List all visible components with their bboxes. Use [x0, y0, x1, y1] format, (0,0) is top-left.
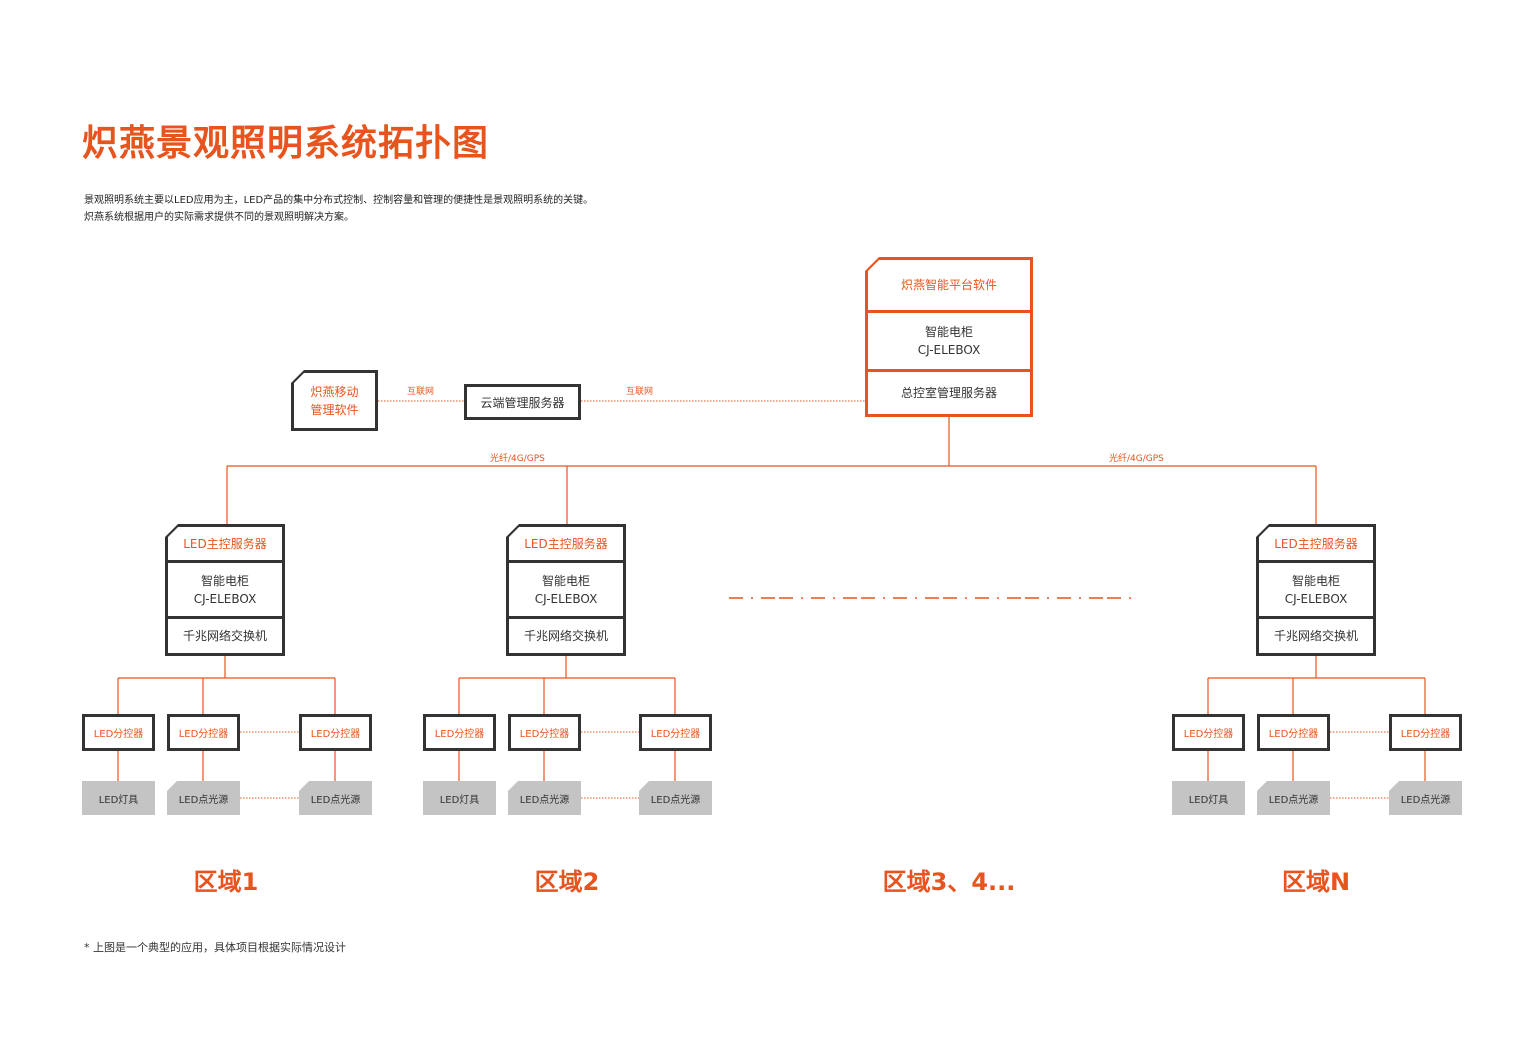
led-fixture: LED灯具 — [1172, 781, 1245, 815]
led-fixture: LED灯具 — [82, 781, 155, 815]
led-controller: LED分控器 — [1172, 714, 1245, 751]
fiber-label-left: 光纤/4G/GPS — [490, 454, 545, 464]
led-controller: LED分控器 — [1257, 714, 1330, 751]
region-cabinet-model: CJ-ELEBOX — [534, 591, 598, 606]
zone-label-2: 区域2 — [534, 868, 600, 896]
platform-box: 炽燕智能平台软件 智能电柜 CJ-ELEBOX 总控室管理服务器 — [865, 257, 1033, 417]
led-point-light: LED点光源 — [1257, 781, 1330, 815]
platform-cabinet-name: 智能电柜 — [924, 325, 973, 339]
intro-line-1: 景观照明系统主要以LED应用为主，LED产品的集中分布式控制、控制容量和管理的便… — [84, 195, 594, 206]
led-controller: LED分控器 — [423, 714, 496, 751]
cloud-server-box: 云端管理服务器 — [464, 384, 581, 420]
region-switch: 千兆网络交换机 — [1259, 619, 1373, 653]
led-point-light: LED点光源 — [299, 781, 372, 815]
led-fixture: LED灯具 — [423, 781, 496, 815]
intro-line-2: 炽燕系统根据用户的实际需求提供不同的景观照明解决方案。 — [84, 212, 354, 223]
led-controller: LED分控器 — [299, 714, 372, 751]
led-point-light: LED点光源 — [639, 781, 712, 815]
region-cabinet-name: 智能电柜 — [1291, 573, 1340, 588]
region-server-1: LED主控服务器智能电柜 CJ-ELEBOX 千兆网络交换机 — [165, 524, 285, 656]
region-server-n: LED主控服务器智能电柜 CJ-ELEBOX 千兆网络交换机 — [1256, 524, 1376, 656]
led-controller: LED分控器 — [508, 714, 581, 751]
region-server-cabinet: 智能电柜 CJ-ELEBOX — [509, 563, 623, 616]
region-server-cabinet: 智能电柜 CJ-ELEBOX — [168, 563, 282, 616]
led-controller: LED分控器 — [1389, 714, 1462, 751]
region-cabinet-name: 智能电柜 — [541, 573, 590, 588]
page-title: 炽燕景观照明系统拓扑图 — [82, 123, 490, 164]
zone-label-n: 区域N — [1281, 868, 1351, 896]
fiber-label-right: 光纤/4G/GPS — [1109, 454, 1164, 464]
region-server-title: LED主控服务器 — [168, 527, 282, 560]
region-switch: 千兆网络交换机 — [509, 619, 623, 653]
region-server-cabinet: 智能电柜 CJ-ELEBOX — [1259, 563, 1373, 616]
region-cabinet-model: CJ-ELEBOX — [193, 591, 257, 606]
region-cabinet-name: 智能电柜 — [200, 573, 249, 588]
led-point-light: LED点光源 — [167, 781, 240, 815]
region-cabinet-model: CJ-ELEBOX — [1284, 591, 1348, 606]
led-controller: LED分控器 — [639, 714, 712, 751]
region-server-2: LED主控服务器智能电柜 CJ-ELEBOX 千兆网络交换机 — [506, 524, 626, 656]
mobile-line-1: 炽燕移动 — [310, 384, 359, 399]
platform-server: 总控室管理服务器 — [868, 372, 1030, 414]
zone-label-1: 区域1 — [193, 868, 259, 896]
region-server-title: LED主控服务器 — [509, 527, 623, 560]
internet-label-right: 互联网 — [626, 387, 654, 397]
platform-cabinet: 智能电柜 CJ-ELEBOX — [868, 313, 1030, 369]
led-point-light: LED点光源 — [508, 781, 581, 815]
region-switch: 千兆网络交换机 — [168, 619, 282, 653]
region-server-title: LED主控服务器 — [1259, 527, 1373, 560]
led-controller: LED分控器 — [82, 714, 155, 751]
platform-cabinet-model: CJ-ELEBOX — [917, 343, 981, 357]
mobile-software-box: 炽燕移动管理软件 — [291, 370, 378, 431]
footnote: * 上图是一个典型的应用，具体项目根据实际情况设计 — [84, 941, 346, 954]
platform-software: 炽燕智能平台软件 — [868, 260, 1030, 310]
led-point-light: LED点光源 — [1389, 781, 1462, 815]
internet-label-left: 互联网 — [407, 387, 435, 397]
led-controller: LED分控器 — [167, 714, 240, 751]
zone-label-3-4: 区域3、4... — [882, 868, 1016, 896]
mobile-line-2: 管理软件 — [310, 402, 359, 417]
